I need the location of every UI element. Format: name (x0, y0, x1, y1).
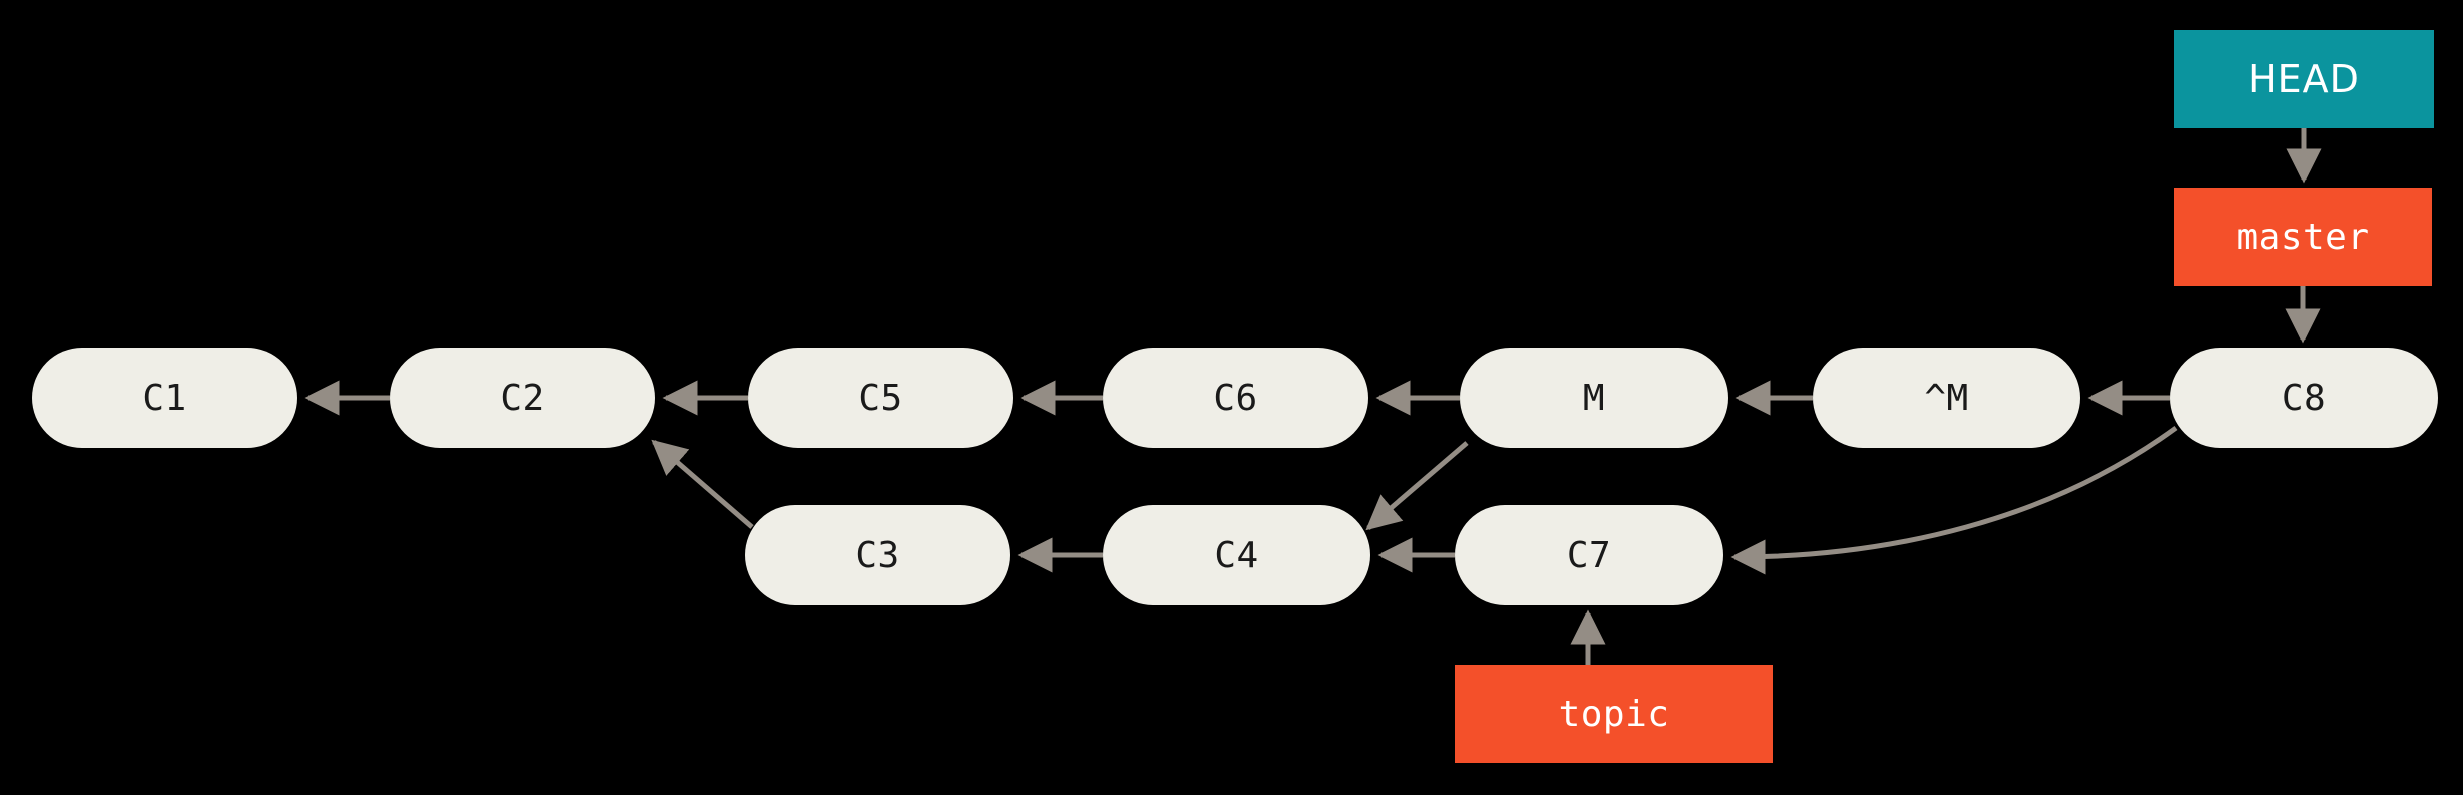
ref-label-topic[interactable]: topic (1455, 665, 1773, 763)
commit-node-c5[interactable]: C5 (748, 348, 1013, 448)
commit-node-c6[interactable]: C6 (1103, 348, 1368, 448)
edge-m-c4 (1365, 441, 1469, 531)
commit-node-c2[interactable]: C2 (390, 348, 655, 448)
commit-node-c7[interactable]: C7 (1455, 505, 1723, 605)
commit-node-c8[interactable]: C8 (2170, 348, 2438, 448)
commit-node-c3[interactable]: C3 (745, 505, 1010, 605)
commit-node-c1[interactable]: C1 (32, 348, 297, 448)
commit-node-m[interactable]: M (1460, 348, 1728, 448)
ref-label-head[interactable]: HEAD (2174, 30, 2434, 128)
edge-c3-c2 (651, 439, 754, 529)
commit-node-m-hat[interactable]: ^M (1813, 348, 2080, 448)
commit-node-c4[interactable]: C4 (1103, 505, 1370, 605)
ref-label-master[interactable]: master (2174, 188, 2432, 286)
